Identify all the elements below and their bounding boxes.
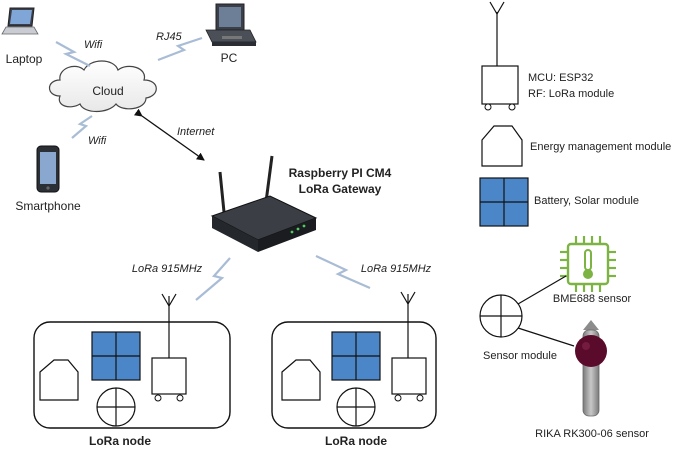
cloud-label: Cloud xyxy=(92,84,123,98)
laptop-link-label: Wifi xyxy=(84,39,103,51)
legend-mcu-line1: MCU: ESP32 xyxy=(528,72,593,84)
lora-node-1-label: LoRa node xyxy=(89,434,151,448)
laptop-icon xyxy=(1,7,39,35)
smartphone-icon xyxy=(36,145,60,193)
wifi-smartphone-link xyxy=(71,115,93,139)
lora-left-link xyxy=(195,257,231,301)
internet-arrow xyxy=(133,108,205,161)
legend-bme-label: BME688 sensor xyxy=(553,293,632,305)
lora-left-link-label: LoRa 915MHz xyxy=(132,263,203,275)
smartphone-link-label: Wifi xyxy=(88,135,107,147)
pc-icon xyxy=(205,3,257,46)
smartphone-label: Smartphone xyxy=(15,199,81,213)
legend-rika-label: RIKA RK300-06 sensor xyxy=(535,428,649,440)
laptop-label: Laptop xyxy=(6,52,43,66)
legend-energy-symbol xyxy=(481,125,523,167)
legend-mcu-symbol xyxy=(481,1,519,111)
internet-link-label: Internet xyxy=(177,126,215,138)
pc-label: PC xyxy=(221,51,238,65)
legend-mcu-line2: RF: LoRa module xyxy=(528,88,614,100)
legend-sensor-symbol xyxy=(479,275,575,347)
gateway-title-line1: Raspberry PI CM4 xyxy=(289,166,392,180)
cloud-shape xyxy=(48,60,157,113)
lora-node-2 xyxy=(271,291,437,429)
gateway-title-line2: LoRa Gateway xyxy=(299,182,382,196)
legend-energy-label: Energy management module xyxy=(530,141,671,153)
lora-node-1 xyxy=(33,293,231,429)
legend-sensor-module-label: Sensor module xyxy=(483,350,557,362)
pc-link-label: RJ45 xyxy=(156,31,183,43)
wifi-laptop-link xyxy=(55,41,91,67)
router-icon xyxy=(210,155,318,252)
legend-battery-symbol xyxy=(479,177,529,227)
lora-right-link-label: LoRa 915MHz xyxy=(361,263,432,275)
lora-node-2-label: LoRa node xyxy=(325,434,387,448)
lora-right-link xyxy=(315,255,371,290)
rj45-pc-link xyxy=(157,36,203,62)
rika-sensor-icon xyxy=(575,320,607,417)
legend-battery-label: Battery, Solar module xyxy=(534,195,639,207)
bme688-chip-icon xyxy=(560,236,616,292)
